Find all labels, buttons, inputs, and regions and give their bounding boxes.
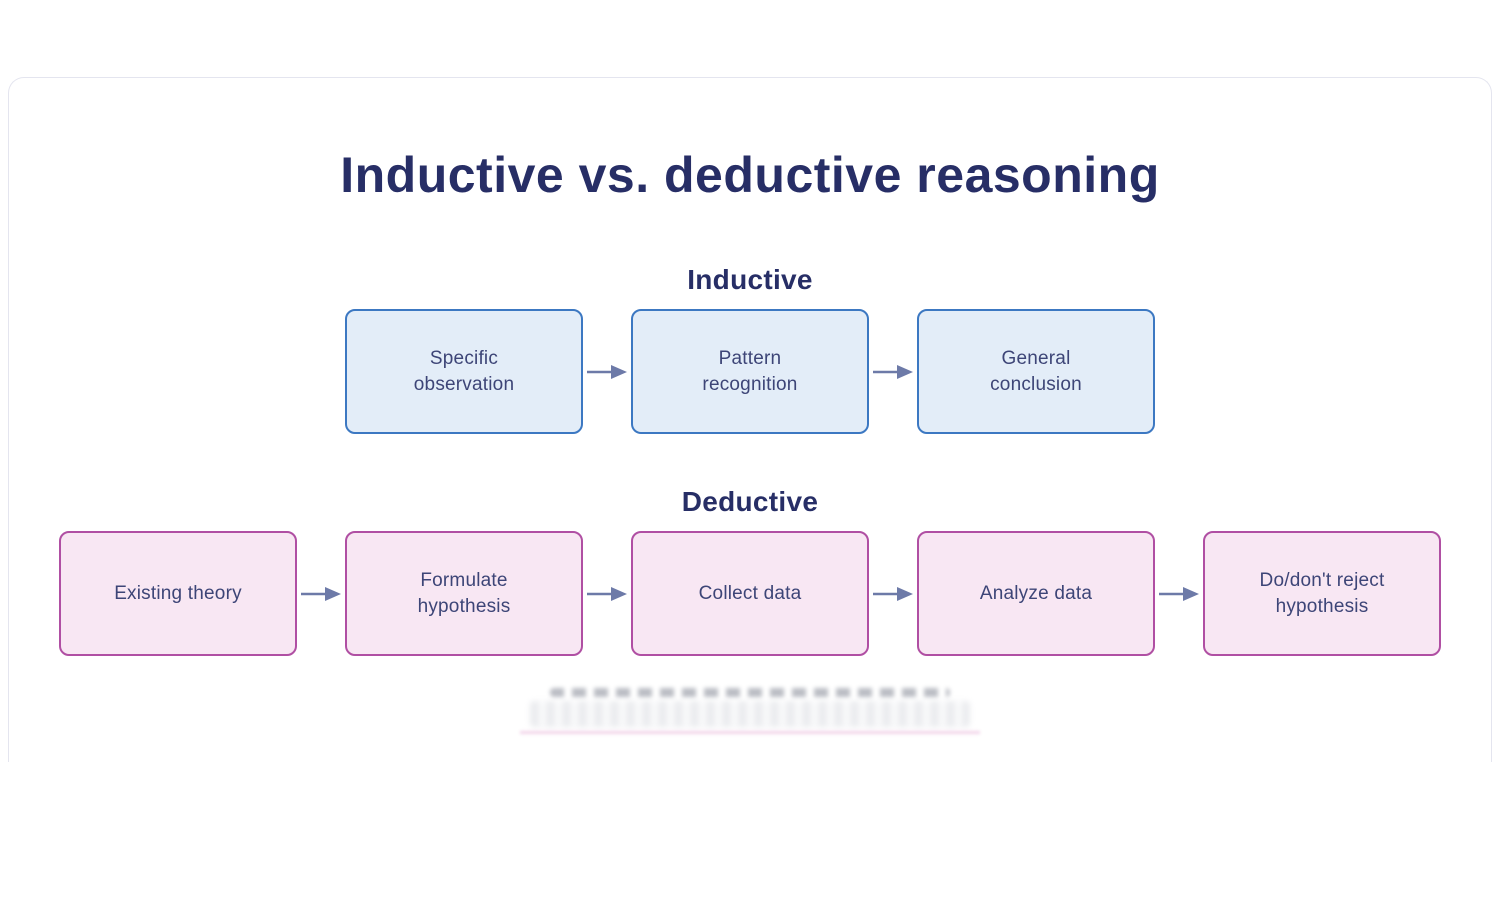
deductive-section-label: Deductive	[681, 486, 819, 517]
inductive-flow-row: Specific observation Pattern recognition…	[345, 309, 1155, 434]
step-box-specific-observation: Specific observation	[345, 309, 583, 434]
page-title: Inductive vs. deductive reasoning	[340, 147, 1160, 203]
step-label: Formulate hypothesis	[417, 570, 511, 617]
step-box-pattern-recognition: Pattern recognition	[631, 309, 869, 434]
inductive-section-label: Inductive	[687, 264, 813, 295]
arrow-right-icon	[587, 586, 627, 601]
flow-arrow	[583, 364, 631, 380]
arrow-right-icon	[1159, 586, 1199, 601]
flow-arrow	[869, 586, 917, 602]
step-label: Analyze data	[979, 582, 1093, 604]
step-box-reject-hypothesis: Do/don't reject hypothesis	[1203, 531, 1441, 656]
step-label: General conclusion	[990, 348, 1082, 395]
arrow-right-icon	[587, 364, 627, 379]
arrow-right-icon	[873, 586, 913, 601]
content-card: Inductive vs. deductive reasoning Induct…	[8, 77, 1492, 762]
step-label: Existing theory	[114, 582, 242, 604]
flow-arrow	[1155, 586, 1203, 602]
blurred-text-line	[550, 688, 950, 697]
flow-arrow	[583, 586, 631, 602]
step-label: Do/don't reject hypothesis	[1259, 570, 1385, 617]
flow-arrow	[869, 364, 917, 380]
step-label: Specific observation	[413, 348, 515, 395]
step-box-formulate-hypothesis: Formulate hypothesis	[345, 531, 583, 656]
step-box-existing-theory: Existing theory	[59, 531, 297, 656]
flow-arrow	[297, 586, 345, 602]
step-box-general-conclusion: General conclusion	[917, 309, 1155, 434]
arrow-right-icon	[873, 364, 913, 379]
blurred-caption	[520, 688, 980, 734]
step-label: Collect data	[698, 582, 802, 604]
blurred-pink-line	[520, 731, 980, 734]
step-label: Pattern recognition	[702, 348, 798, 395]
arrow-right-icon	[301, 586, 341, 601]
deductive-flow-row: Existing theory Formulate hypothesis Col…	[59, 531, 1441, 656]
step-box-collect-data: Collect data	[631, 531, 869, 656]
step-box-analyze-data: Analyze data	[917, 531, 1155, 656]
blurred-noise	[530, 701, 970, 727]
